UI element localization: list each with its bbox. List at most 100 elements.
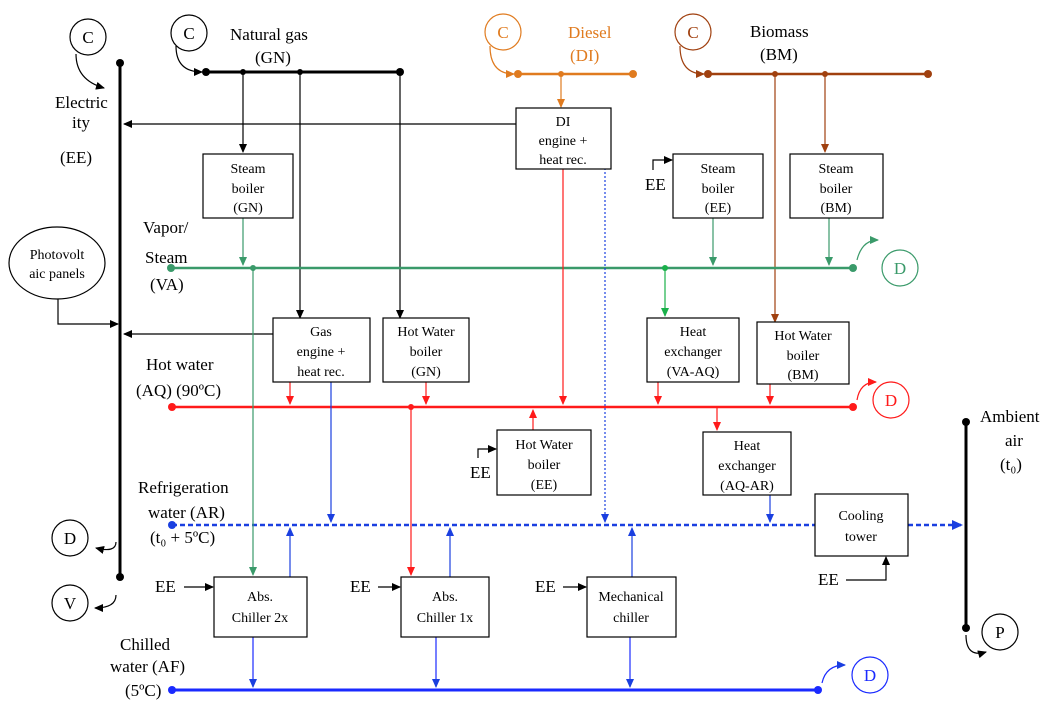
- svg-text:Steam: Steam: [231, 162, 266, 177]
- vapor-label: Vapor/ Steam (VA): [143, 218, 189, 294]
- svg-text:Mechanical: Mechanical: [598, 590, 663, 605]
- box-gas-engine: Gas engine + heat rec.: [272, 317, 371, 383]
- svg-text:(GN): (GN): [233, 201, 263, 216]
- svg-text:(AQ-AR): (AQ-AR): [720, 479, 774, 494]
- natural-gas-source: C Natural gas (GN): [170, 14, 404, 76]
- svg-text:V: V: [64, 594, 77, 613]
- hot-water-label: Hot water (AQ) (90ºC): [136, 355, 221, 400]
- photovoltaic-panels: Photovolt aic panels: [8, 226, 119, 328]
- svg-text:Steam: Steam: [701, 162, 736, 177]
- svg-text:Electric: Electric: [55, 93, 108, 112]
- svg-text:Steam: Steam: [819, 162, 854, 177]
- box-hot-water-boiler-ee: Hot Water boiler (EE): [496, 429, 592, 496]
- ambient-air-bus: Ambient air (t₀) P: [962, 407, 1040, 659]
- svg-text:heat rec.: heat rec.: [539, 153, 586, 168]
- svg-text:Chiller 2x: Chiller 2x: [232, 611, 288, 626]
- svg-text:heat rec.: heat rec.: [297, 365, 344, 380]
- svg-text:Natural gas: Natural gas: [230, 25, 308, 44]
- svg-text:D: D: [64, 529, 76, 548]
- gas-feed-lines: [239, 72, 404, 319]
- node-c-electricity: C: [69, 18, 107, 90]
- svg-text:(VA-AQ): (VA-AQ): [667, 365, 720, 380]
- svg-text:(t₀): (t₀): [1000, 455, 1022, 474]
- svg-text:C: C: [183, 24, 194, 43]
- svg-text:(BM): (BM): [787, 368, 818, 383]
- box-abs-chiller-1x: Abs. Chiller 1x: [400, 576, 490, 638]
- svg-text:C: C: [687, 23, 698, 42]
- svg-text:C: C: [82, 28, 93, 47]
- box-abs-chiller-2x: Abs. Chiller 2x: [213, 576, 308, 638]
- box-cooling-tower: Cooling tower: [814, 493, 909, 557]
- svg-text:boiler: boiler: [702, 182, 735, 197]
- svg-text:(EE): (EE): [705, 201, 732, 216]
- svg-text:EE: EE: [470, 463, 491, 482]
- svg-text:D: D: [894, 259, 906, 278]
- chilled-label: Chilled water (AF) (5ºC): [110, 635, 185, 700]
- svg-text:Vapor/: Vapor/: [143, 218, 189, 237]
- svg-text:(GN): (GN): [411, 365, 441, 380]
- svg-text:Hot Water: Hot Water: [774, 329, 832, 344]
- svg-text:exchanger: exchanger: [718, 459, 776, 474]
- svg-text:engine +: engine +: [297, 345, 346, 360]
- hot-water-bus: D: [168, 378, 910, 419]
- svg-text:EE: EE: [535, 577, 556, 596]
- svg-text:D: D: [864, 666, 876, 685]
- svg-text:Chilled: Chilled: [120, 635, 171, 654]
- box-steam-boiler-ee: Steam boiler (EE): [672, 153, 764, 219]
- svg-text:Diesel: Diesel: [568, 23, 612, 42]
- svg-text:EE: EE: [155, 577, 176, 596]
- box-heat-exchanger-va-aq: Heat exchanger (VA-AQ): [646, 317, 740, 383]
- electricity-bus: [116, 59, 124, 581]
- svg-text:ity: ity: [72, 113, 90, 132]
- svg-text:D: D: [885, 391, 897, 410]
- svg-text:Heat: Heat: [734, 439, 761, 454]
- svg-text:chiller: chiller: [613, 611, 649, 626]
- svg-text:(t₀ + 5ºC): (t₀ + 5ºC): [150, 528, 215, 547]
- svg-text:(AQ) (90ºC): (AQ) (90ºC): [136, 381, 221, 400]
- svg-text:EE: EE: [645, 175, 666, 194]
- svg-text:EE: EE: [350, 577, 371, 596]
- svg-text:(5ºC): (5ºC): [125, 681, 161, 700]
- svg-text:Abs.: Abs.: [247, 590, 273, 605]
- svg-text:(EE): (EE): [531, 478, 558, 493]
- box-di-engine: DI engine + heat rec.: [515, 107, 612, 170]
- svg-text:Hot Water: Hot Water: [515, 438, 573, 453]
- svg-text:Heat: Heat: [680, 325, 707, 340]
- svg-text:(GN): (GN): [255, 48, 291, 67]
- box-steam-boiler-gn: Steam boiler (GN): [202, 153, 294, 219]
- svg-text:(EE): (EE): [60, 148, 92, 167]
- refrigeration-label: Refrigeration water (AR) (t₀ + 5ºC): [138, 478, 229, 547]
- svg-text:Chiller 1x: Chiller 1x: [417, 611, 473, 626]
- svg-text:Photovolt: Photovolt: [30, 248, 85, 263]
- svg-text:Gas: Gas: [310, 325, 332, 340]
- svg-text:exchanger: exchanger: [664, 345, 722, 360]
- node-v-electricity: V: [51, 584, 117, 622]
- ee-inputs: EE EE EE EE EE EE: [155, 156, 890, 596]
- svg-text:(DI): (DI): [570, 46, 599, 65]
- svg-text:EE: EE: [818, 570, 839, 589]
- svg-text:P: P: [995, 623, 1004, 642]
- svg-text:tower: tower: [845, 530, 877, 545]
- box-hot-water-boiler-gn: Hot Water boiler (GN): [382, 317, 470, 383]
- svg-text:boiler: boiler: [410, 345, 443, 360]
- svg-text:boiler: boiler: [528, 458, 561, 473]
- box-steam-boiler-bm: Steam boiler (BM): [789, 153, 884, 219]
- box-heat-exchanger-aq-ar: Heat exchanger (AQ-AR): [702, 431, 792, 496]
- svg-text:Ambient: Ambient: [980, 407, 1040, 426]
- svg-text:engine +: engine +: [539, 134, 588, 149]
- svg-text:boiler: boiler: [787, 349, 820, 364]
- svg-text:Hot water: Hot water: [146, 355, 214, 374]
- svg-text:Abs.: Abs.: [432, 590, 458, 605]
- box-hot-water-boiler-bm: Hot Water boiler (BM): [756, 321, 850, 385]
- node-d-electricity: D: [51, 519, 117, 557]
- svg-text:boiler: boiler: [232, 182, 265, 197]
- box-mechanical-chiller: Mechanical chiller: [586, 576, 677, 638]
- svg-text:aic panels: aic panels: [29, 267, 85, 282]
- svg-text:air: air: [1005, 431, 1023, 450]
- svg-text:DI: DI: [556, 115, 571, 130]
- svg-text:Cooling: Cooling: [838, 509, 883, 524]
- svg-text:Biomass: Biomass: [750, 22, 809, 41]
- svg-text:water (AF): water (AF): [110, 657, 185, 676]
